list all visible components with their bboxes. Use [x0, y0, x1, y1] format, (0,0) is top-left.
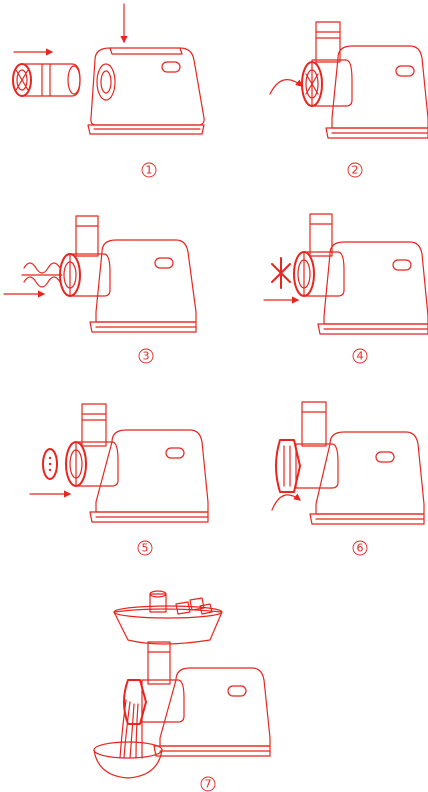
- step-marker-1: 1: [146, 164, 153, 177]
- step-1-illustration: [13, 4, 204, 134]
- step-marker-3: 3: [143, 350, 150, 363]
- step-marker-6: 6: [357, 542, 364, 555]
- step-2-illustration: [270, 22, 428, 138]
- rotate-arrow-icon: [272, 495, 300, 510]
- step-4-illustration: [264, 214, 428, 334]
- step-marker-2: 2: [352, 164, 359, 177]
- step-6-illustration: [272, 402, 424, 524]
- step-7-illustration: [94, 591, 270, 778]
- step-3-illustration: [4, 216, 196, 332]
- step-marker-7: 7: [205, 778, 212, 791]
- step-marker-4: 4: [357, 350, 364, 363]
- step-5-illustration: [30, 404, 208, 522]
- rotate-arrow-icon: [270, 80, 302, 94]
- step-marker-5: 5: [142, 542, 149, 555]
